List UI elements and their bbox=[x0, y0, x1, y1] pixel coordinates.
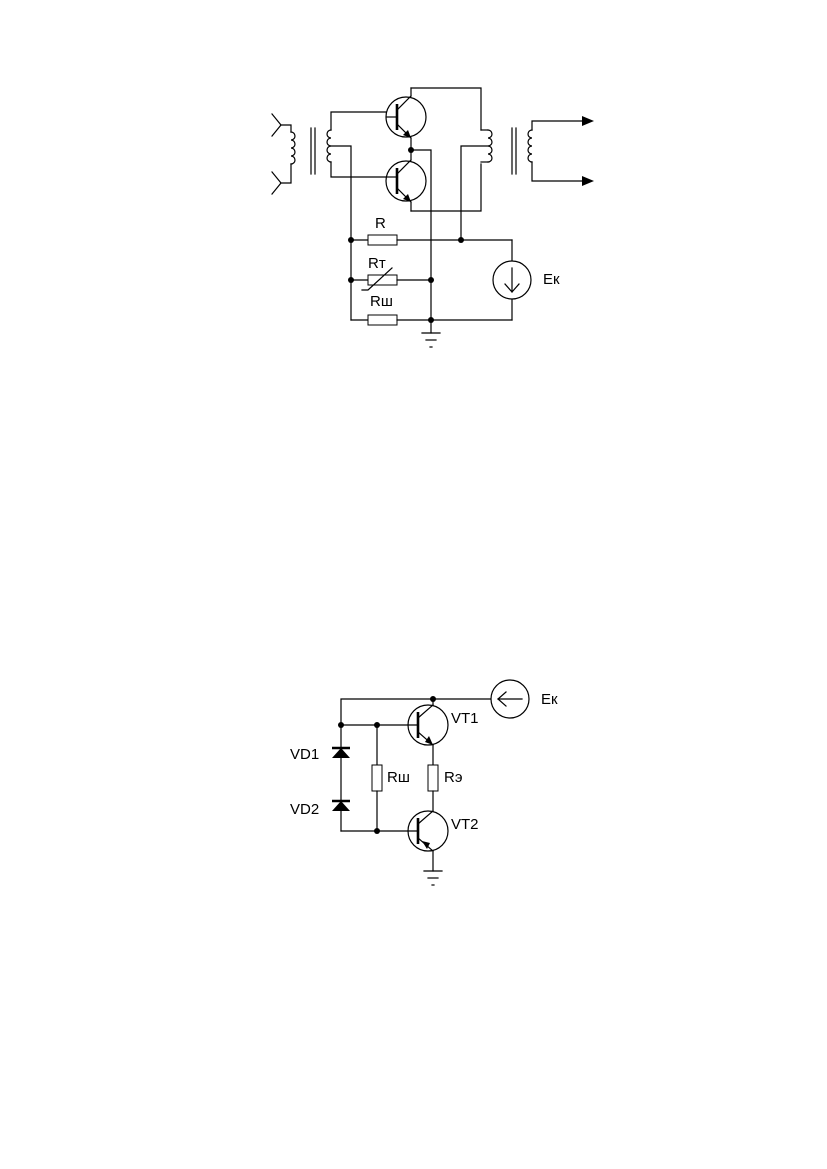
transistor-upper bbox=[385, 87, 427, 151]
label-r: R bbox=[375, 215, 386, 232]
input-transformer bbox=[280, 111, 388, 241]
input-terminal-1 bbox=[271, 113, 282, 137]
output-arrow-1 bbox=[582, 116, 594, 126]
push-pull-amplifier-diagram: R Rт Rш Ек bbox=[271, 87, 594, 348]
label-vt2: VT2 bbox=[451, 816, 479, 833]
input-terminal-2 bbox=[271, 171, 282, 195]
ground-icon bbox=[421, 319, 441, 348]
label-vt1: VT1 bbox=[451, 710, 479, 727]
diode-vd1 bbox=[332, 746, 350, 758]
label-r-thermistor: Rт bbox=[368, 255, 386, 272]
resistor-r-emitter bbox=[427, 764, 439, 792]
supply-source-icon-bottom bbox=[490, 679, 530, 719]
resistor-r bbox=[367, 234, 398, 246]
label-supply-top: Ек bbox=[543, 271, 560, 288]
bias-stabilization-diagram: Ек VT1 VT2 VD1 VD2 Rш Rэ bbox=[290, 679, 558, 886]
label-vd2: VD2 bbox=[290, 801, 319, 818]
label-vd1: VD1 bbox=[290, 746, 319, 763]
ground-icon-bottom bbox=[423, 870, 443, 886]
label-r-emitter: Rэ bbox=[444, 769, 463, 786]
output-transformer bbox=[460, 120, 583, 241]
label-r-shunt: Rш bbox=[370, 293, 393, 310]
transistor-vt1 bbox=[340, 698, 449, 766]
resistor-r-shunt-bottom bbox=[371, 764, 383, 792]
label-r-shunt-bottom: Rш bbox=[387, 769, 410, 786]
output-arrow-2 bbox=[582, 176, 594, 186]
transistor-lower bbox=[385, 149, 427, 212]
supply-source-icon bbox=[492, 260, 532, 300]
transistor-vt2 bbox=[340, 810, 449, 872]
label-supply-bottom: Ек bbox=[541, 691, 558, 708]
resistor-r-shunt bbox=[367, 314, 398, 326]
diode-vd2 bbox=[332, 799, 350, 811]
